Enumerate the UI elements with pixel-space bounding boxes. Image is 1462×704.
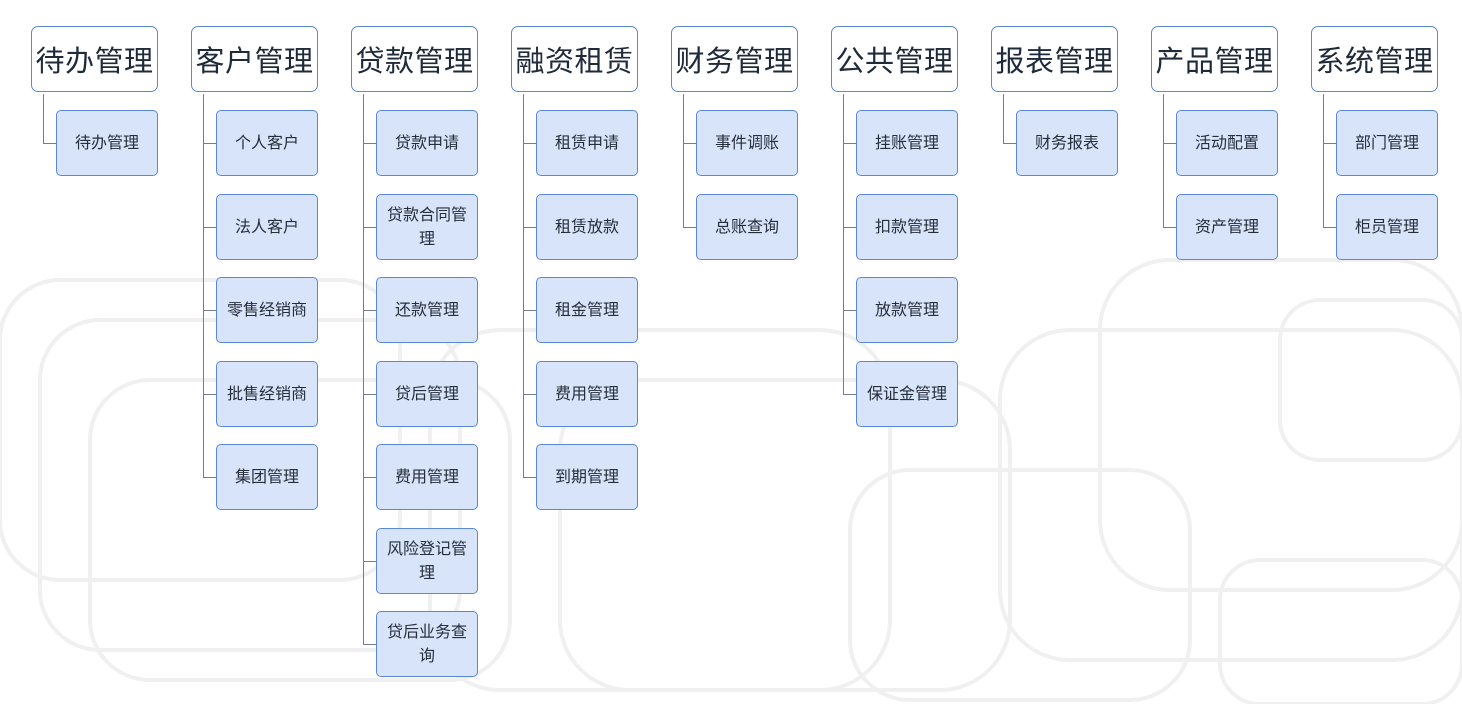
category-node: 融资租赁	[511, 26, 638, 92]
connector-vertical	[203, 94, 204, 477]
sub-node: 放款管理	[856, 277, 958, 343]
connector-horizontal	[1163, 226, 1176, 228]
connector-horizontal	[843, 393, 856, 395]
category-node: 报表管理	[991, 26, 1118, 92]
sub-node: 租赁申请	[536, 110, 638, 176]
category-node: 财务管理	[671, 26, 798, 92]
category-node: 待办管理	[31, 26, 158, 92]
connector-horizontal	[523, 310, 536, 311]
connector-vertical	[523, 94, 524, 477]
connector-horizontal	[683, 143, 696, 144]
connector-horizontal	[363, 143, 376, 144]
connector-horizontal	[843, 226, 856, 228]
connector-horizontal	[203, 143, 216, 144]
sub-node: 部门管理	[1336, 110, 1438, 176]
column-6: 公共管理挂账管理扣款管理放款管理保证金管理	[831, 0, 961, 704]
connector-horizontal	[363, 226, 376, 228]
connector-horizontal	[363, 644, 376, 645]
connector-vertical	[683, 94, 684, 227]
connector-horizontal	[43, 143, 56, 144]
connector-horizontal	[203, 310, 216, 311]
sub-node: 零售经销商	[216, 277, 318, 343]
sub-node: 批售经销商	[216, 360, 318, 427]
column-4: 融资租赁租赁申请租赁放款租金管理费用管理到期管理	[511, 0, 641, 704]
connector-horizontal	[203, 477, 216, 478]
sub-node: 活动配置	[1176, 110, 1278, 176]
connector-horizontal	[1323, 226, 1336, 228]
sub-node: 还款管理	[376, 277, 478, 343]
connector-horizontal	[523, 393, 536, 395]
connector-horizontal	[363, 477, 376, 478]
connector-horizontal	[363, 393, 376, 395]
connector-horizontal	[523, 226, 536, 228]
sub-node: 贷款合同管理	[376, 193, 478, 260]
column-7: 报表管理财务报表	[991, 0, 1121, 704]
connector-vertical	[1323, 94, 1324, 227]
sub-node: 法人客户	[216, 193, 318, 260]
column-5: 财务管理事件调账总账查询	[671, 0, 801, 704]
category-node: 贷款管理	[351, 26, 478, 92]
sub-node: 贷后管理	[376, 360, 478, 427]
connector-vertical	[43, 94, 44, 143]
category-node: 公共管理	[831, 26, 958, 92]
sub-node: 贷款申请	[376, 110, 478, 176]
connector-horizontal	[523, 477, 536, 478]
sub-node: 总账查询	[696, 193, 798, 260]
connector-horizontal	[363, 310, 376, 311]
sub-node: 风险登记管理	[376, 527, 478, 594]
category-node: 产品管理	[1151, 26, 1278, 92]
connector-vertical	[843, 94, 844, 394]
sub-node: 租赁放款	[536, 193, 638, 260]
column-3: 贷款管理贷款申请贷款合同管理还款管理贷后管理费用管理风险登记管理贷后业务查询	[351, 0, 481, 704]
category-node: 客户管理	[191, 26, 318, 92]
sub-node: 挂账管理	[856, 110, 958, 176]
connector-horizontal	[523, 143, 536, 144]
column-8: 产品管理活动配置资产管理	[1151, 0, 1281, 704]
connector-horizontal	[1163, 143, 1176, 144]
sub-node: 个人客户	[216, 110, 318, 176]
sub-node: 租金管理	[536, 277, 638, 343]
column-1: 待办管理待办管理	[31, 0, 161, 704]
sub-node: 资产管理	[1176, 193, 1278, 260]
connector-horizontal	[363, 560, 376, 562]
connector-horizontal	[683, 226, 696, 228]
column-9: 系统管理部门管理柜员管理	[1311, 0, 1441, 704]
connector-vertical	[1003, 94, 1004, 143]
sub-node: 财务报表	[1016, 110, 1118, 176]
connector-horizontal	[203, 393, 216, 395]
sub-node: 费用管理	[536, 360, 638, 427]
sub-node: 柜员管理	[1336, 193, 1438, 260]
connector-horizontal	[843, 143, 856, 144]
column-2: 客户管理个人客户法人客户零售经销商批售经销商集团管理	[191, 0, 321, 704]
sub-node: 事件调账	[696, 110, 798, 176]
sub-node: 保证金管理	[856, 360, 958, 427]
connector-vertical	[363, 94, 364, 644]
connector-horizontal	[1323, 143, 1336, 144]
connector-vertical	[1163, 94, 1164, 227]
category-node: 系统管理	[1311, 26, 1438, 92]
sub-node: 费用管理	[376, 444, 478, 510]
sub-node: 到期管理	[536, 444, 638, 510]
sub-node: 待办管理	[56, 110, 158, 176]
sub-node: 集团管理	[216, 444, 318, 510]
connector-horizontal	[1003, 143, 1016, 144]
connector-horizontal	[843, 310, 856, 311]
sub-node: 贷后业务查询	[376, 611, 478, 677]
connector-horizontal	[203, 226, 216, 228]
sub-node: 扣款管理	[856, 193, 958, 260]
